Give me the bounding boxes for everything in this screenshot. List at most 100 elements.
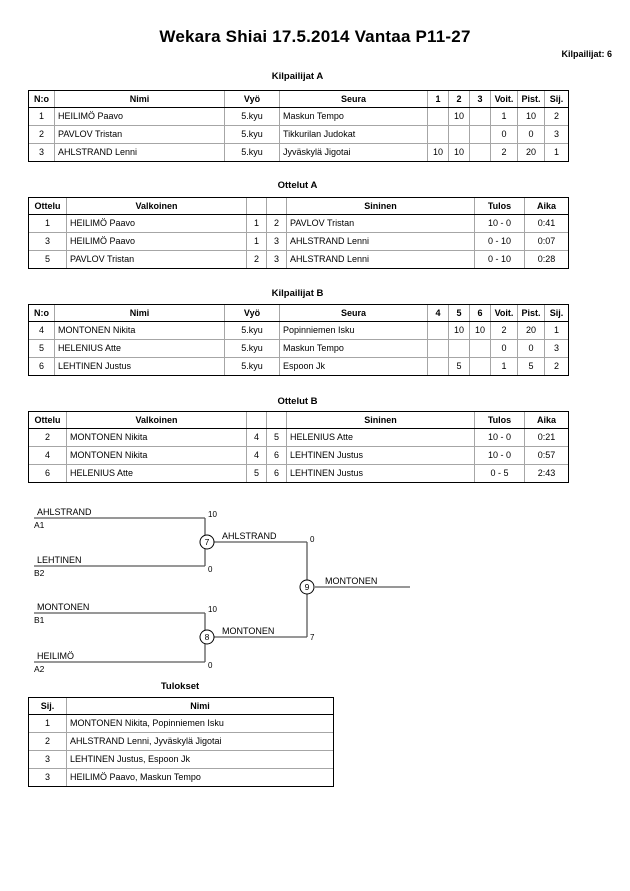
col-blue-no [266,411,287,429]
table-row: 2 PAVLOV Tristan 5.kyu Tikkurilan Judoka… [28,125,569,144]
bracket-semi8-winner: MONTONEN [222,626,274,636]
cell-rank: 3 [544,339,569,358]
col-time: Aika [524,411,569,429]
cell-result: 10 - 0 [474,428,525,447]
cell-wins: 1 [490,357,518,376]
bracket-semi7-winner: AHLSTRAND [222,531,277,541]
cell-blue: AHLSTRAND Lenni [286,250,475,269]
caption-pool-a: Kilpailijat A [271,71,324,82]
col-time: Aika [524,197,569,215]
table-header-row: Ottelu Valkoinen Sininen Tulos Aika [28,411,569,429]
cell-points: 0 [517,339,545,358]
table-results: Sij. Nimi 1 MONTONEN Nikita, Popinniemen… [28,697,334,787]
table-row: 6 HELENIUS Atte 5 6 LEHTINEN Justus 0 - … [28,464,569,483]
cell-m1 [427,107,449,126]
col-m4: 4 [427,304,449,322]
cell-white-no: 1 [246,232,267,251]
cell-no: 3 [28,143,55,162]
cell-club: Maskun Tempo [279,107,428,126]
caption-results: Tulokset [160,681,200,692]
cell-result-rank: 1 [28,714,67,733]
cell-name: AHLSTRAND Lenni [54,143,225,162]
bracket-node-8 [199,629,215,645]
cell-club: Popinniemen Isku [279,321,428,340]
caption-matches-b: Ottelut B [277,396,318,407]
competitor-count: Kilpailijat: 6 [561,49,612,59]
col-points: Pist. [517,90,545,108]
caption-pool-b: Kilpailijat B [271,288,324,299]
table-row: 3 HEILIMÖ Paavo, Maskun Tempo [28,768,334,787]
cell-m6 [469,357,491,376]
table-row: 2 AHLSTRAND Lenni, Jyväskylä Jigotai [28,732,334,751]
cell-time: 0:07 [524,232,569,251]
col-blue: Sininen [286,197,475,215]
table-header-row: Sij. Nimi [28,697,334,715]
cell-time: 0:57 [524,446,569,465]
cell-wins: 2 [490,143,518,162]
cell-rank: 2 [544,357,569,376]
cell-white-no: 5 [246,464,267,483]
bracket-entry-4-seed: A2 [34,664,45,674]
bracket-entry-3-score: 10 [208,605,217,614]
cell-blue: PAVLOV Tristan [286,214,475,233]
cell-result-rank: 3 [28,768,67,787]
col-club: Seura [279,90,428,108]
col-m6: 6 [469,304,491,322]
cell-white: HELENIUS Atte [66,464,247,483]
col-m2: 2 [448,90,470,108]
bracket-node-9 [299,579,315,595]
cell-blue-no: 2 [266,214,287,233]
cell-match-no: 5 [28,250,67,269]
cell-white-no: 4 [246,446,267,465]
col-wins: Voit. [490,304,518,322]
col-blue: Sininen [286,411,475,429]
table-row: 5 PAVLOV Tristan 2 3 AHLSTRAND Lenni 0 -… [28,250,569,269]
cell-points: 10 [517,107,545,126]
table-row: 2 MONTONEN Nikita 4 5 HELENIUS Atte 10 -… [28,428,569,447]
cell-m3 [469,143,491,162]
page-title: Wekara Shiai 17.5.2014 Vantaa P11-27 [159,27,471,46]
cell-white-no: 4 [246,428,267,447]
cell-result-name: HEILIMÖ Paavo, Maskun Tempo [66,768,334,787]
cell-m2: 10 [448,107,470,126]
col-club: Seura [279,304,428,322]
col-white: Valkoinen [66,411,247,429]
cell-m6: 10 [469,321,491,340]
cell-white: MONTONEN Nikita [66,446,247,465]
table-header-row: N:o Nimi Vyö Seura 1 2 3 Voit. Pist. Sij… [28,90,569,108]
cell-m3 [469,107,491,126]
cell-m3 [469,125,491,144]
bracket-node-7-number: 7 [205,537,210,547]
cell-m2 [448,125,470,144]
cell-no: 5 [28,339,55,358]
cell-time: 2:43 [524,464,569,483]
col-result-rank: Sij. [28,697,67,715]
col-no: N:o [28,90,55,108]
cell-no: 4 [28,321,55,340]
cell-belt: 5.kyu [224,357,280,376]
cell-belt: 5.kyu [224,321,280,340]
cell-white: MONTONEN Nikita [66,428,247,447]
cell-belt: 5.kyu [224,143,280,162]
bracket-entry-4-score: 0 [208,661,213,670]
cell-result-name: MONTONEN Nikita, Popinniemen Isku [66,714,334,733]
col-rank: Sij. [544,90,569,108]
col-blue-no [266,197,287,215]
cell-m4 [427,321,449,340]
cell-m5: 10 [448,321,470,340]
col-belt: Vyö [224,304,280,322]
cell-match-no: 1 [28,214,67,233]
col-name: Nimi [54,90,225,108]
bracket-node-9-number: 9 [305,582,310,592]
bracket-node-7 [199,534,215,550]
cell-result: 10 - 0 [474,214,525,233]
col-belt: Vyö [224,90,280,108]
table-row: 3 AHLSTRAND Lenni 5.kyu Jyväskylä Jigota… [28,143,569,162]
cell-rank: 2 [544,107,569,126]
cell-m1: 10 [427,143,449,162]
cell-belt: 5.kyu [224,339,280,358]
cell-no: 6 [28,357,55,376]
cell-result-rank: 3 [28,750,67,769]
cell-white: HEILIMÖ Paavo [66,232,247,251]
bracket-entry-1-name: AHLSTRAND [37,507,92,517]
